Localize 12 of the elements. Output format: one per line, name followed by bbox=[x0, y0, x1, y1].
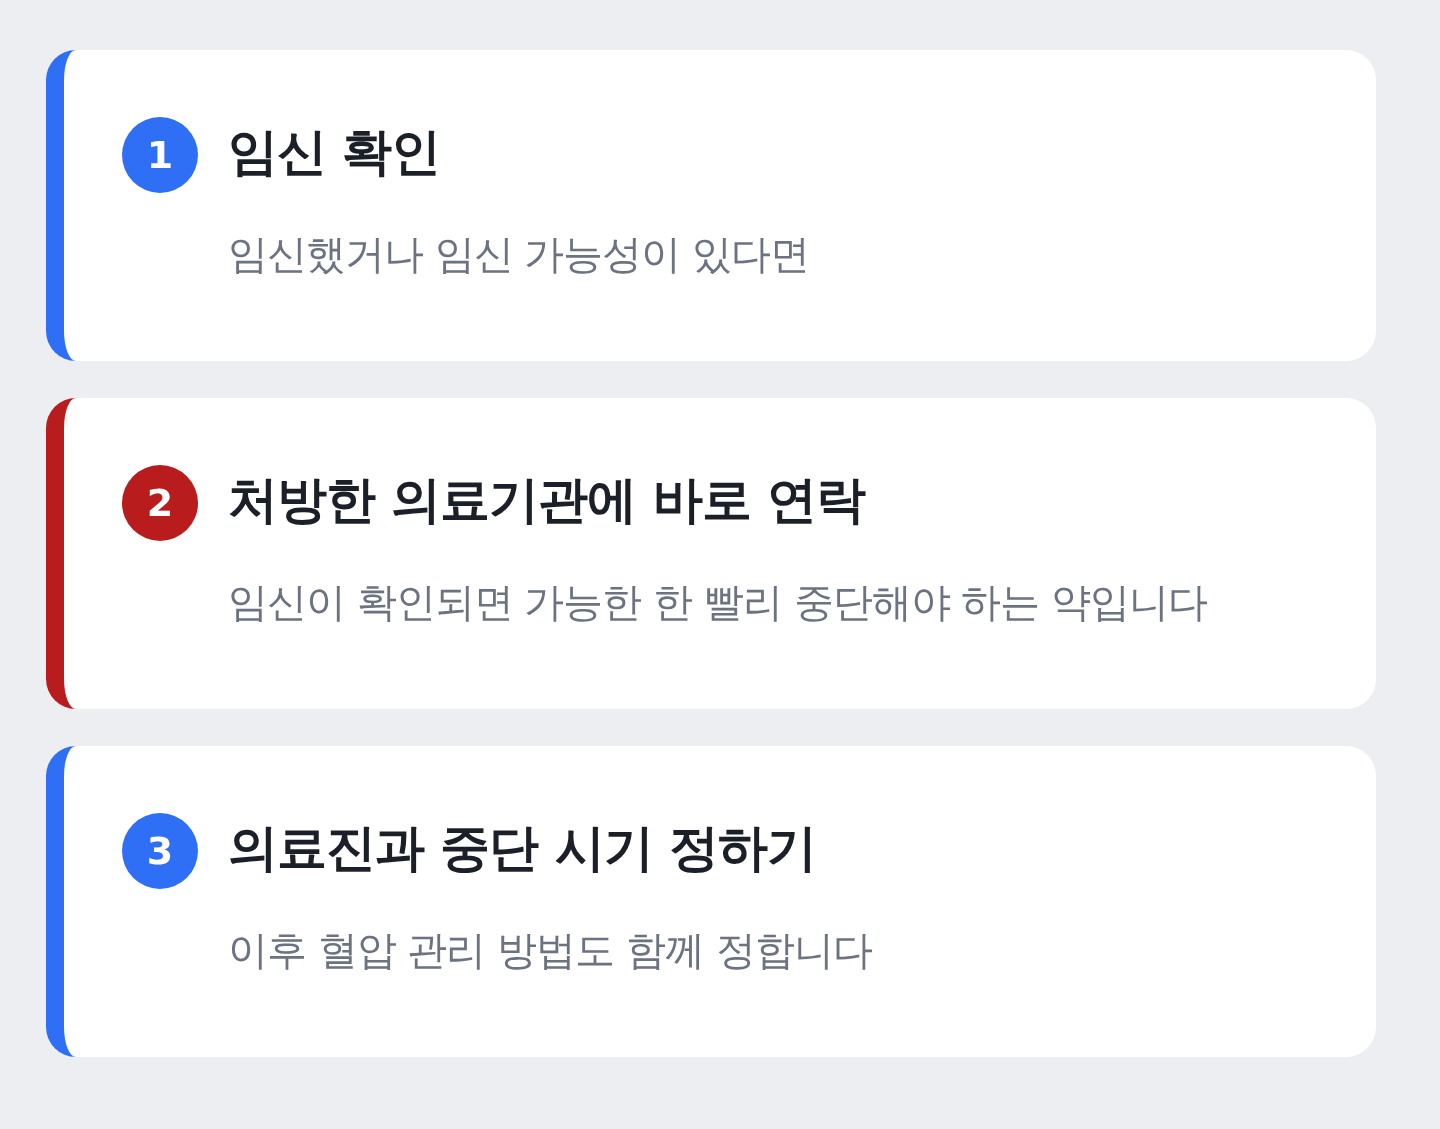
step-heading: 임신 확인 bbox=[228, 122, 441, 183]
step-card bbox=[46, 398, 1376, 709]
step-number-badge: 2 bbox=[122, 465, 198, 541]
step-description: 임신이 확인되면 가능한 한 빨리 중단해야 하는 약입니다 bbox=[228, 578, 1207, 627]
step-description: 임신했거나 임신 가능성이 있다면 bbox=[228, 230, 810, 279]
step-card bbox=[46, 746, 1376, 1057]
step-description: 이후 혈압 관리 방법도 함께 정합니다 bbox=[228, 926, 872, 975]
step-card bbox=[46, 50, 1376, 361]
step-number-badge: 1 bbox=[122, 117, 198, 193]
step-heading: 의료진과 중단 시기 정하기 bbox=[228, 818, 817, 879]
step-number-badge: 3 bbox=[122, 813, 198, 889]
step-heading: 처방한 의료기관에 바로 연락 bbox=[228, 470, 866, 531]
